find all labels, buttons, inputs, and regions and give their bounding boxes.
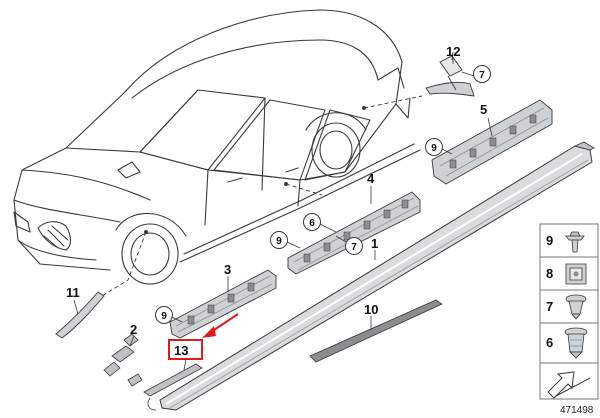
part-10-strip (309, 299, 443, 363)
callout-label: 2 (130, 322, 137, 337)
callout-11: 11 (66, 285, 80, 315)
callout-label: 7 (351, 242, 357, 253)
callout-7-top: 7 (461, 65, 491, 83)
car-outline (13, 9, 421, 285)
part-2-clips (103, 333, 143, 387)
legend-number: 8 (546, 266, 553, 281)
callout-9-rear: 9 (425, 138, 453, 156)
callout-label: 9 (276, 236, 282, 247)
legend-item-9: 9 (539, 223, 599, 258)
part-13-sensor-wire (143, 363, 203, 411)
callout-9-front: 9 (155, 306, 183, 324)
part-5-rear-bracket (431, 99, 553, 185)
legend-number: 6 (546, 335, 553, 350)
callout-label: 4 (367, 171, 375, 186)
callout-9-center: 9 (270, 231, 301, 249)
callout-label: 1 (371, 236, 378, 251)
leader-dots (144, 106, 366, 234)
part-12-rear-trim (425, 51, 475, 97)
diagram-id: 471498 (560, 405, 594, 416)
callout-10: 10 (364, 302, 378, 330)
legend-direction-box (539, 362, 599, 400)
nut-clip-icon (565, 263, 587, 285)
callout-13-highlight: 13 (168, 339, 203, 371)
callout-2: 2 (129, 322, 137, 347)
part-4-center-bracket (287, 191, 421, 275)
highlight-arrow (202, 313, 239, 338)
callout-label: 11 (66, 285, 80, 300)
callout-1: 1 (371, 236, 378, 260)
callout-label: 12 (446, 44, 460, 59)
part-1-side-sill (159, 141, 595, 411)
callout-3: 3 (224, 262, 231, 292)
callout-7-center: 7 (335, 235, 363, 255)
callout-12: 12 (446, 44, 460, 64)
callout-label: 10 (364, 302, 378, 317)
legend-item-6: 6 (539, 322, 599, 364)
callout-label: 7 (479, 70, 485, 81)
part-11-front-strip (55, 291, 105, 339)
legend-number: 9 (546, 233, 553, 248)
leader-lines (101, 95, 423, 297)
legend-item-7: 7 (539, 289, 599, 324)
callout-label: 13 (174, 343, 188, 358)
callout-6: 6 (303, 213, 337, 233)
part-3-front-bracket (169, 269, 277, 339)
legend-item-8: 8 (539, 256, 599, 291)
callout-label: 9 (161, 311, 167, 322)
callout-label: 5 (480, 102, 487, 117)
direction-arrow-icon (547, 371, 591, 399)
legend-number: 7 (546, 299, 553, 314)
push-clip-icon (564, 327, 588, 359)
screw-clip-icon (565, 231, 585, 253)
callout-5: 5 (480, 102, 487, 117)
callout-label: 6 (309, 218, 315, 229)
callout-label: 3 (224, 262, 231, 277)
callout-label: 9 (431, 143, 437, 154)
fastener-legend: 9 8 7 (539, 223, 599, 400)
callout-4: 4 (367, 171, 375, 204)
expanding-clip-icon (565, 294, 587, 320)
